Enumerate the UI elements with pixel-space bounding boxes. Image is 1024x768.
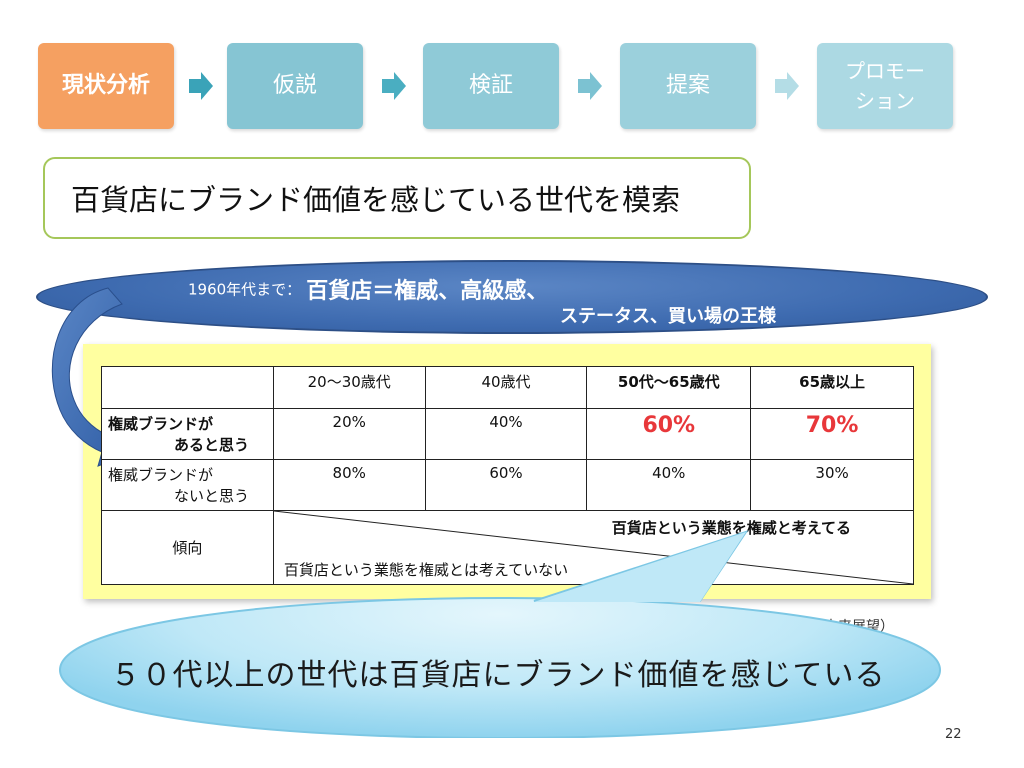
cell-value: 80% (272, 459, 426, 511)
header-cell-empty (101, 366, 274, 409)
trend-cell: 百貨店という業態を権威と考えてる 百貨店という業態を権威とは考えていない (272, 510, 915, 585)
table-header-row: 20〜30歳代 40歳代 50代〜65歳代 65歳以上 (101, 366, 914, 409)
cell-value: 40% (424, 408, 588, 460)
table-row: 権威ブランドが あると思う 20% 40% 60% 70% (101, 408, 914, 460)
header-cell-65-plus: 65歳以上 (750, 366, 914, 409)
cell-value: 20% (272, 408, 426, 460)
step-current-analysis: 現状分析 (38, 43, 174, 129)
cell-value-highlight: 60% (586, 408, 752, 460)
step-arrow-3-icon (578, 72, 602, 100)
row-label-brand-no: 権威ブランドが ないと思う (101, 459, 274, 511)
trend-label: 傾向 (101, 510, 274, 585)
era-banner (36, 260, 988, 334)
cell-value: 40% (586, 459, 752, 511)
step-arrow-1-icon (189, 72, 213, 100)
header-cell-50-65: 50代〜65歳代 (586, 366, 752, 409)
cell-value: 60% (424, 459, 588, 511)
age-brand-table: 20〜30歳代 40歳代 50代〜65歳代 65歳以上 権威ブランドが あると思… (101, 366, 915, 585)
step-arrow-2-icon (382, 72, 406, 100)
headline: 百貨店にブランド価値を感じている世代を模索 (71, 183, 681, 217)
era-banner-line1: 1960年代まで： 百貨店＝権威、高級感、 (188, 279, 549, 304)
trend-upper-text: 百貨店という業態を権威と考えてる (611, 519, 851, 537)
page-number: 22 (945, 727, 962, 742)
step-arrow-4-icon (775, 72, 799, 100)
era-banner-line2: ステータス、買い場の王様 (560, 306, 776, 327)
step-verification: 検証 (423, 43, 559, 129)
trend-diagonal-line (274, 511, 913, 584)
step-proposal: 提案 (620, 43, 756, 129)
conclusion-text: ５０代以上の世代は百貨店にブランド価値を感じている (110, 658, 886, 693)
headline-box: 百貨店にブランド価値を感じている世代を模索 (43, 157, 751, 239)
conclusion-bubble (58, 530, 942, 738)
header-cell-40: 40歳代 (424, 366, 588, 409)
cell-value: 30% (750, 459, 914, 511)
table-row-trend: 傾向 百貨店という業態を権威と考えてる 百貨店という業態を権威とは考えていない (101, 510, 915, 585)
cell-value-highlight: 70% (750, 408, 914, 460)
table-row: 権威ブランドが ないと思う 80% 60% 40% 30% (101, 459, 914, 511)
trend-lower-text: 百貨店という業態を権威とは考えていない (283, 561, 569, 579)
row-label-brand-yes: 権威ブランドが あると思う (101, 408, 274, 460)
step-promotion: プロモーション (817, 43, 953, 129)
step-hypothesis: 仮説 (227, 43, 363, 129)
header-cell-20-30: 20〜30歳代 (272, 366, 426, 409)
